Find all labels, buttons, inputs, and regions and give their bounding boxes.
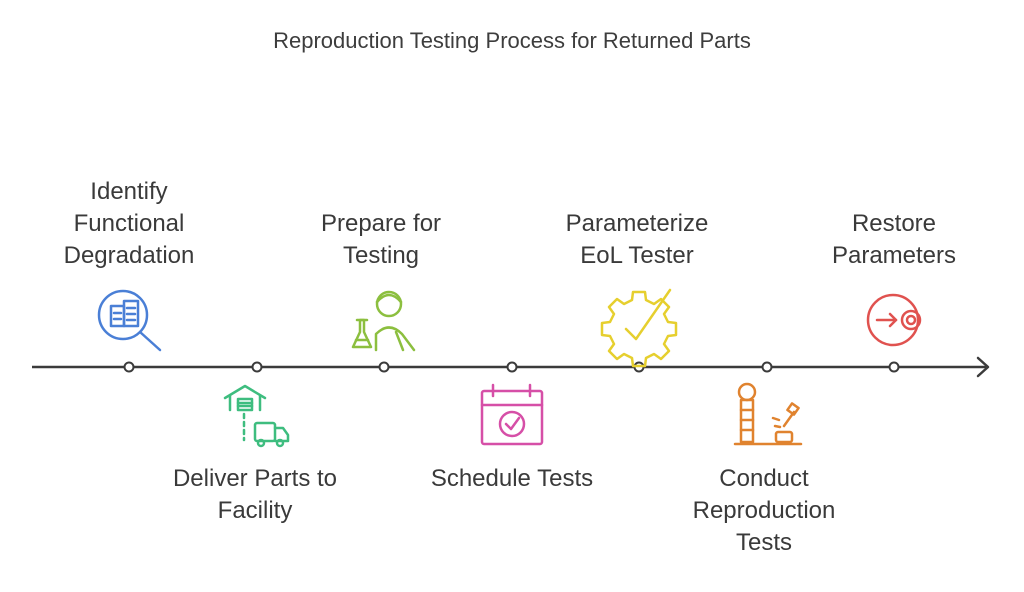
gear-check-icon bbox=[600, 288, 678, 368]
step-label-parameterize-eol-tester: Parameterize EoL Tester bbox=[565, 210, 709, 269]
timeline-marker-6 bbox=[761, 361, 773, 373]
step-label-restore-parameters: Restore Parameters bbox=[831, 210, 957, 269]
timeline-marker-7 bbox=[888, 361, 900, 373]
scientist-flask-icon bbox=[351, 290, 416, 352]
step-label-deliver-parts: Deliver Parts to Facility bbox=[172, 465, 338, 524]
timeline-marker-1 bbox=[123, 361, 135, 373]
warehouse-truck-icon bbox=[223, 384, 290, 448]
timeline-marker-4 bbox=[506, 361, 518, 373]
arrow-target-icon bbox=[866, 293, 922, 347]
timeline-marker-3 bbox=[378, 361, 390, 373]
strength-tester-icon bbox=[733, 382, 803, 446]
magnifier-document-icon bbox=[97, 289, 162, 352]
step-label-prepare-for-testing: Prepare for Testing bbox=[320, 210, 442, 269]
calendar-check-icon bbox=[480, 383, 544, 446]
step-label-schedule-tests: Schedule Tests bbox=[430, 465, 594, 492]
timeline-marker-2 bbox=[251, 361, 263, 373]
step-label-identify-functional-degradation: Identify Functional Degradation bbox=[63, 178, 195, 269]
step-label-conduct-reproduction-tests: Conduct Reproduction Tests bbox=[692, 465, 836, 556]
timeline-arrowhead bbox=[976, 356, 990, 378]
diagram-title: Reproduction Testing Process for Returne… bbox=[273, 28, 751, 53]
